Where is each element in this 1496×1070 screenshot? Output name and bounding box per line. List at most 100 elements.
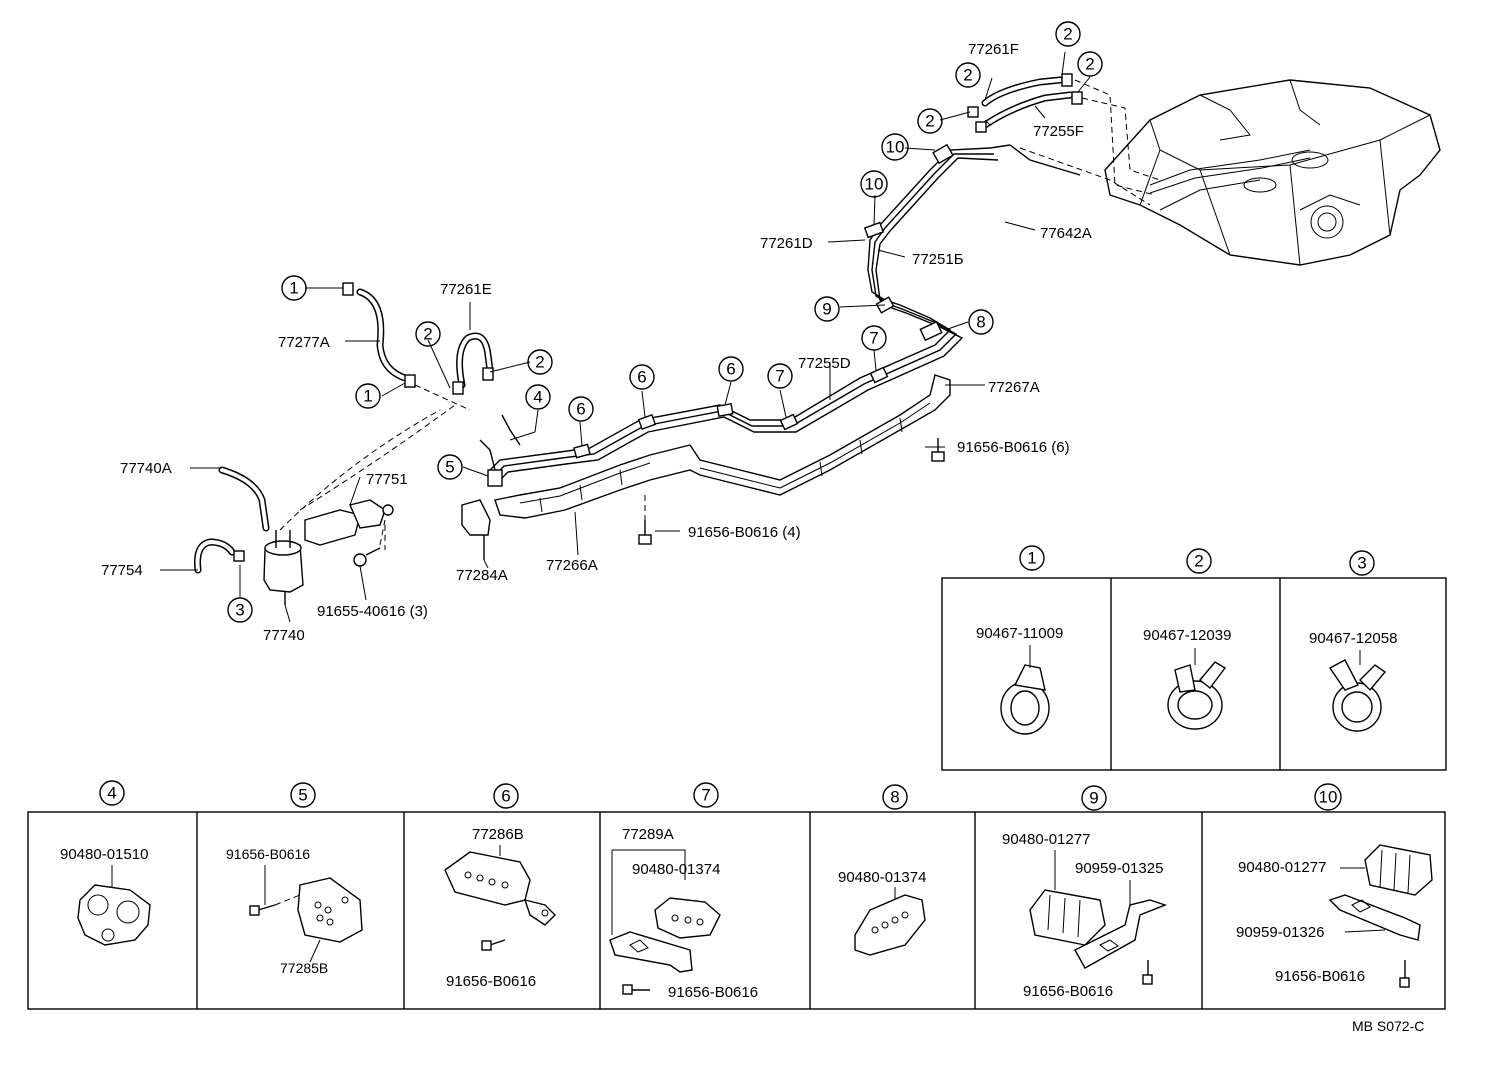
callout-8: 8 xyxy=(882,784,908,810)
svg-text:3: 3 xyxy=(235,601,244,620)
callout-6: 6 xyxy=(568,396,594,422)
detail-4-part: 90480-01510 xyxy=(60,846,148,863)
callout-5: 5 xyxy=(290,782,316,808)
hose-clamp xyxy=(452,381,464,395)
detail-9-bolt: 91656-B0616 xyxy=(1023,983,1113,1000)
callout-5: 5 xyxy=(437,454,463,480)
callout-2: 2 xyxy=(1077,51,1103,77)
svg-text:4: 4 xyxy=(533,388,542,407)
diagram-code: MB S072-C xyxy=(1352,1018,1424,1034)
hose-clamp xyxy=(342,282,354,296)
clip-icon xyxy=(1029,850,1168,985)
label-77261e: 77261E xyxy=(440,281,492,298)
svg-text:9: 9 xyxy=(822,300,831,319)
svg-text:2: 2 xyxy=(963,66,972,85)
line-clips xyxy=(487,143,954,487)
clip-icon xyxy=(77,865,151,946)
svg-text:3: 3 xyxy=(1357,554,1366,573)
detail-6-part: 77286B xyxy=(472,826,524,843)
svg-text:8: 8 xyxy=(976,313,985,332)
label-91656-b0616-4: 91656-B0616 (4) xyxy=(688,524,801,541)
callout-2: 2 xyxy=(527,349,553,375)
part-labels: 77261F 77255F 77642A 77261D 77251Б 77261… xyxy=(101,41,1092,644)
callout-3: 3 xyxy=(227,597,253,623)
detail-9-part-b: 90959-01325 xyxy=(1075,860,1163,877)
bracket-icon xyxy=(249,865,363,963)
callout-3: 3 xyxy=(1349,550,1375,576)
callout-7: 7 xyxy=(861,325,887,351)
svg-text:8: 8 xyxy=(890,788,899,807)
callout-9: 9 xyxy=(814,296,840,322)
svg-text:6: 6 xyxy=(726,360,735,379)
detail-2-part: 90467-12039 xyxy=(1143,627,1231,644)
callout-10: 10 xyxy=(881,133,909,161)
svg-text:1: 1 xyxy=(289,279,298,298)
charcoal-canister xyxy=(263,530,304,605)
hose-clamp xyxy=(233,550,245,562)
hose-clamp xyxy=(975,121,987,133)
svg-text:9: 9 xyxy=(1089,789,1098,808)
svg-text:1: 1 xyxy=(363,387,372,406)
svg-text:2: 2 xyxy=(535,353,544,372)
callout-6: 6 xyxy=(493,783,519,809)
detail-5-bolt: 91656-B0616 xyxy=(226,846,310,862)
detail-6-bolt: 91656-B0616 xyxy=(446,973,536,990)
svg-text:5: 5 xyxy=(298,786,307,805)
svg-text:5: 5 xyxy=(445,458,454,477)
detail-1-part: 90467-11009 xyxy=(976,625,1063,642)
svg-text:6: 6 xyxy=(576,400,585,419)
label-77754: 77754 xyxy=(101,562,143,579)
clamp-77284a xyxy=(461,499,491,536)
svg-text:1: 1 xyxy=(1027,549,1036,568)
bolts xyxy=(353,438,945,567)
label-77255f: 77255F xyxy=(1033,123,1084,140)
vsv-valve xyxy=(304,499,394,546)
fuel-line-protector xyxy=(494,374,951,519)
hose-clamp-icon xyxy=(1000,645,1050,735)
detail-10-part-b: 90959-01326 xyxy=(1236,924,1324,941)
label-77266a: 77266A xyxy=(546,557,598,574)
svg-text:7: 7 xyxy=(869,329,878,348)
callout-6: 6 xyxy=(629,364,655,390)
callout-2: 2 xyxy=(1186,548,1212,574)
label-77740a: 77740A xyxy=(120,460,172,477)
detail-7-bolt: 91656-B0616 xyxy=(668,984,758,1001)
detail-table-clips: 4 5 6 7 8 9 10 90480-01510 91656-B0616 7… xyxy=(27,780,1446,1010)
hose-clamp-icon xyxy=(1328,650,1387,732)
hose-clamp-icon xyxy=(1167,648,1227,730)
svg-text:2: 2 xyxy=(1063,25,1072,44)
svg-text:4: 4 xyxy=(107,784,116,803)
callout-2: 2 xyxy=(415,321,441,347)
label-77740: 77740 xyxy=(263,627,305,644)
svg-text:2: 2 xyxy=(1085,55,1094,74)
detail-7-part-b: 90480-01374 xyxy=(632,861,720,878)
callout-10: 10 xyxy=(860,170,888,198)
label-77261d: 77261D xyxy=(760,235,813,252)
detail-table-clamps: 1 2 3 90467-11009 90467-12039 90467-1205… xyxy=(941,545,1447,771)
callout-1: 1 xyxy=(355,383,381,409)
detail-10-bolt: 91656-B0616 xyxy=(1275,968,1365,985)
callout-1: 1 xyxy=(281,275,307,301)
label-91656-b0616-6: 91656-B0616 (6) xyxy=(957,439,1070,456)
detail-10-part-a: 90480-01277 xyxy=(1238,859,1326,876)
svg-text:7: 7 xyxy=(701,786,710,805)
hose-clamp xyxy=(1061,73,1073,87)
clip-icon xyxy=(1328,844,1433,988)
detail-9-part-a: 90480-01277 xyxy=(1002,831,1090,848)
svg-text:10: 10 xyxy=(886,138,905,157)
callout-10: 10 xyxy=(1314,783,1342,811)
svg-text:10: 10 xyxy=(865,175,884,194)
hose-clamp xyxy=(1071,91,1083,105)
label-77261f: 77261F xyxy=(968,41,1019,58)
detail-7-part-a: 77289A xyxy=(622,826,674,843)
callout-8: 8 xyxy=(968,309,994,335)
label-77277a: 77277A xyxy=(278,334,330,351)
svg-text:2: 2 xyxy=(925,112,934,131)
callout-2: 2 xyxy=(955,62,981,88)
callouts: 2 2 2 2 10 10 1 9 8 2 7 2 6 6 7 1 4 6 5 … xyxy=(227,21,1103,623)
label-77751: 77751 xyxy=(366,471,408,488)
detail-5-part: 77285B xyxy=(280,960,328,976)
callout-4: 4 xyxy=(525,384,551,410)
callout-6: 6 xyxy=(718,356,744,382)
svg-text:10: 10 xyxy=(1319,788,1338,807)
